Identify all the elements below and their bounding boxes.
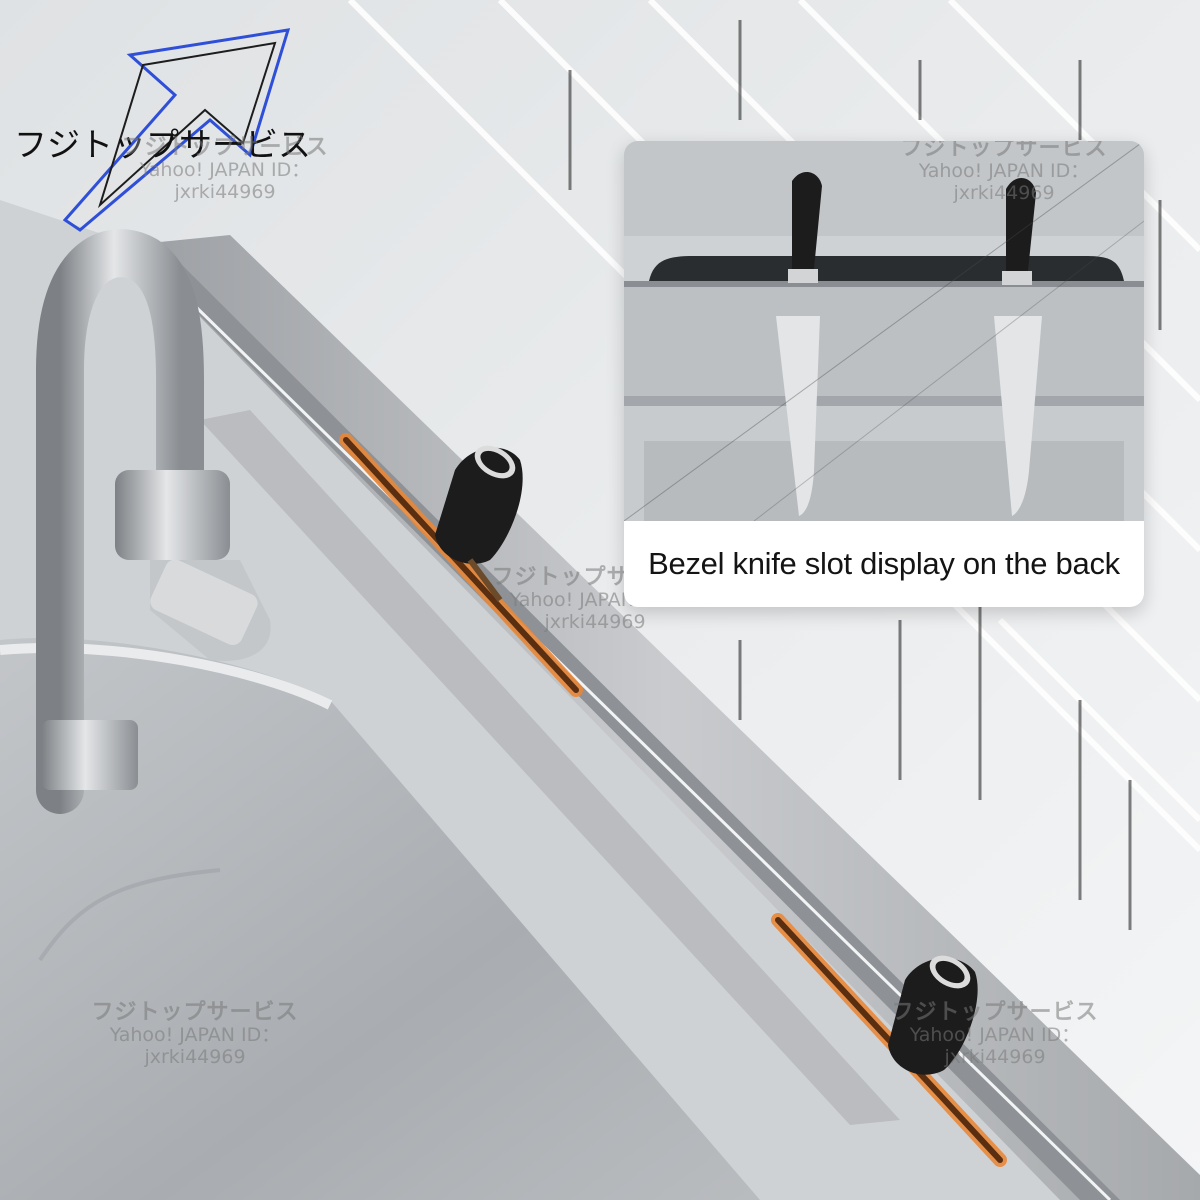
watermark-inset: フジトップサービス Yahoo! JAPAN ID： jxrki44969 (900, 141, 1108, 205)
watermark-bottom-left: フジトップサービス Yahoo! JAPAN ID： jxrki44969 (91, 1000, 299, 1069)
brand-logo-text: フジトップサービス (14, 125, 311, 164)
faucet (36, 229, 271, 814)
inset-knife-rack-photo (624, 141, 1144, 521)
inset-caption: Bezel knife slot display on the back (648, 546, 1120, 581)
inset-knife-right (994, 177, 1042, 516)
knife-slot-glow-lower (771, 913, 1007, 1167)
watermark-bottom-right: フジトップサービス Yahoo! JAPAN ID： jxrki44969 (891, 1000, 1099, 1069)
inset-panel: フジトップサービス Yahoo! JAPAN ID： jxrki44969 Be… (624, 141, 1144, 607)
arrow-logo-icon (62, 28, 291, 232)
knife-handle-lower (888, 955, 978, 1075)
knife-slot-glow-upper (339, 433, 583, 697)
knife-handle-upper (435, 445, 523, 602)
inset-knife-left (776, 171, 822, 516)
watermark-top-left: フジトップサービス Yahoo! JAPAN ID： jxrki44969 (121, 135, 329, 204)
